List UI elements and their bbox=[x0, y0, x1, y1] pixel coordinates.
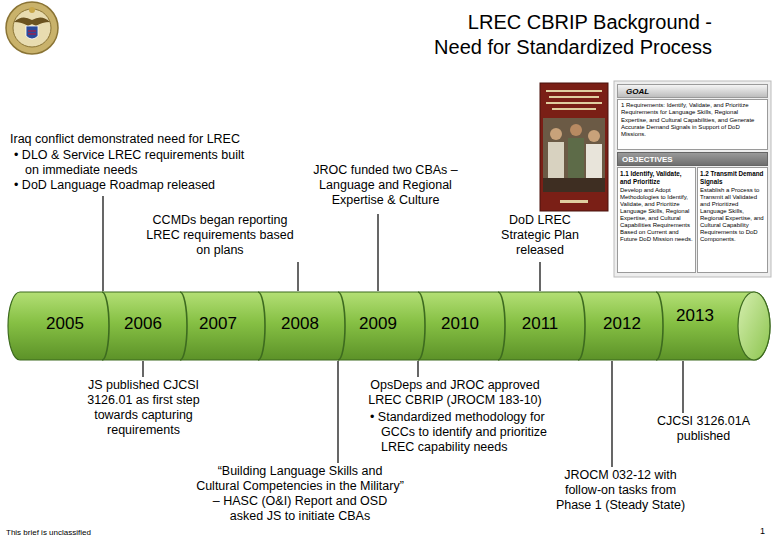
cover-line bbox=[552, 108, 596, 110]
bar-divider bbox=[102, 292, 109, 360]
leader-line bbox=[682, 361, 683, 413]
leader-line bbox=[337, 361, 338, 463]
photo-figure bbox=[568, 138, 584, 178]
bar-divider bbox=[418, 292, 425, 360]
objective-heading: 1.2 Transmit Demand Signals bbox=[700, 170, 765, 185]
panel-frame bbox=[614, 81, 771, 277]
objective-box: 1.1 Identify, Validate, and PrioritizeDe… bbox=[617, 167, 696, 273]
report-cover bbox=[540, 83, 608, 211]
year-label: 2007 bbox=[188, 314, 248, 334]
bullet-note: • Standardized methodology for GCCs to i… bbox=[370, 410, 565, 455]
bullet-note: • DoD Language Roadmap released bbox=[14, 178, 256, 193]
event-note: DoD LREC Strategic Plan released bbox=[490, 213, 590, 258]
seal-ring bbox=[6, 2, 58, 54]
band-heading: GOAL bbox=[626, 86, 759, 97]
cover-line bbox=[549, 96, 599, 98]
event-note: “Building Language Skills and Cultural C… bbox=[196, 464, 404, 524]
leader-line bbox=[611, 361, 612, 467]
objectives-band: OBJECTIVES bbox=[617, 152, 768, 166]
leader-line bbox=[297, 262, 298, 291]
event-note: OpsDeps and JROC approved LREC CBRIP (JR… bbox=[360, 378, 550, 408]
cover-photo bbox=[543, 118, 605, 192]
photo-figure bbox=[570, 124, 582, 136]
year-label: 2011 bbox=[510, 314, 570, 334]
event-note: Iraq conflict demonstrated need for LREC bbox=[10, 132, 280, 147]
event-note: CJCSI 3126.01A published bbox=[646, 414, 761, 444]
goal-header-band: GOAL bbox=[617, 84, 768, 98]
photo-figure bbox=[586, 144, 602, 178]
bar-divider bbox=[578, 292, 585, 360]
leader-line bbox=[142, 361, 143, 377]
bar-divider bbox=[180, 292, 187, 360]
seal-inner bbox=[13, 9, 51, 47]
goal-text: 1 Requirements: Identify, Validate, and … bbox=[621, 102, 764, 138]
bar-divider bbox=[656, 292, 663, 360]
cover-line bbox=[560, 200, 588, 203]
timeline-bar: 2005 2006 2007 2008 2009 2010 2011 2012 2013 bbox=[6, 291, 772, 361]
photo-figure bbox=[548, 142, 564, 178]
year-label: 2012 bbox=[592, 314, 652, 334]
cover-background bbox=[540, 83, 608, 211]
photo-table bbox=[543, 178, 605, 192]
seal-shield bbox=[26, 26, 38, 39]
year-label: 2009 bbox=[348, 314, 408, 334]
bar-divider bbox=[498, 292, 505, 360]
leader-line bbox=[102, 196, 103, 291]
event-note: CCMDs began reporting LREC requirements … bbox=[140, 213, 300, 258]
band-heading: OBJECTIVES bbox=[622, 154, 763, 165]
seal-star bbox=[29, 7, 35, 13]
event-note: JROCM 032-12 with follow-on tasks from P… bbox=[548, 468, 693, 513]
year-label: 2010 bbox=[430, 314, 490, 334]
page-number: 1 bbox=[740, 526, 765, 537]
seal-logo bbox=[6, 2, 58, 54]
classification-note: This brief is unclassified bbox=[6, 528, 166, 538]
bar-body bbox=[8, 292, 770, 360]
cover-line bbox=[546, 102, 602, 104]
photo-figure bbox=[550, 128, 562, 140]
seal-eagle bbox=[14, 17, 50, 26]
event-note: JROC funded two CBAs – Language and Regi… bbox=[298, 163, 473, 208]
year-label: 2008 bbox=[270, 314, 330, 334]
objective-box: 1.2 Transmit Demand SignalsEstablish a P… bbox=[697, 167, 768, 273]
bar-divider bbox=[338, 292, 345, 360]
bar-divider bbox=[258, 292, 265, 360]
photo-figure bbox=[588, 130, 600, 142]
cover-line bbox=[546, 90, 602, 92]
bar-end-cap bbox=[738, 292, 770, 360]
leader-line bbox=[377, 214, 378, 291]
objective-heading: 1.1 Identify, Validate, and Prioritize bbox=[620, 170, 693, 185]
event-note: JS published CJCSI 3126.01 as first step… bbox=[76, 378, 211, 438]
year-label: 2006 bbox=[113, 314, 173, 334]
leader-line bbox=[417, 361, 418, 377]
year-label: 2013 bbox=[665, 306, 725, 326]
objective-text: Develop and Adopt Methodologies to Ident… bbox=[620, 187, 693, 243]
objective-text: Establish a Process to Transmit all Vali… bbox=[700, 187, 765, 243]
leader-line bbox=[539, 262, 540, 291]
goal-box: 1 Requirements: Identify, Validate, and … bbox=[617, 99, 768, 150]
bullet-note: • DLO & Service LREC requirements built … bbox=[14, 148, 256, 178]
seal-stripes bbox=[28, 31, 36, 34]
slide-title: LREC CBRIP Background - Need for Standar… bbox=[422, 10, 712, 60]
year-label: 2005 bbox=[35, 314, 95, 334]
